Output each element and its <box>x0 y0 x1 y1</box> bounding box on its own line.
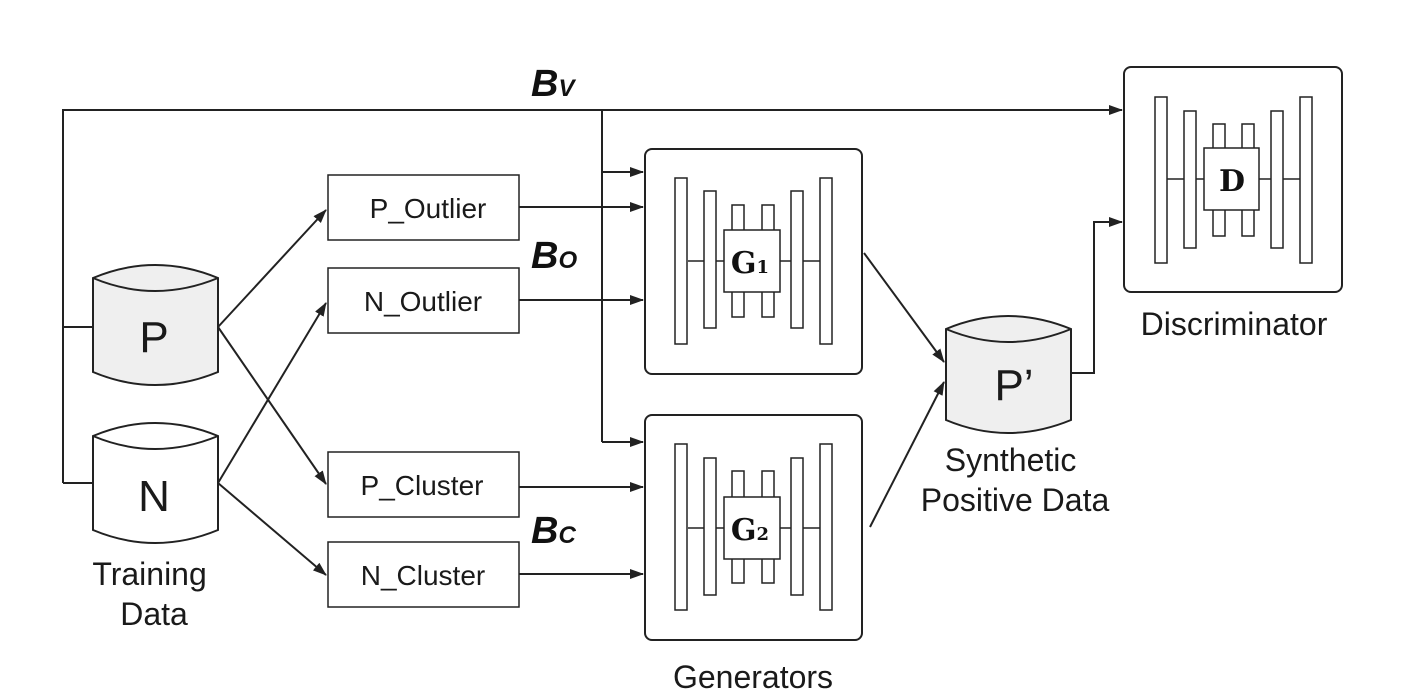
generator-g1: G1 <box>644 148 863 375</box>
database-p-prime: P’ <box>945 315 1072 434</box>
g2-label: G2 <box>731 513 769 548</box>
synthetic-data-caption: Synthetic Positive Data <box>921 442 1110 518</box>
box-n-cluster: N_Cluster <box>327 541 520 608</box>
bo-label: BO <box>531 235 577 277</box>
synthetic-to-discriminator-arrow <box>1071 217 1123 374</box>
database-p-prime-cylinder <box>945 315 1072 434</box>
discriminator-caption: Discriminator <box>1141 306 1328 342</box>
training-data-caption: Training Data <box>92 556 215 632</box>
bv-connector <box>62 105 1123 484</box>
database-p-label: P <box>139 313 168 362</box>
bv-label: BV <box>531 63 576 105</box>
box-n-outlier: N_Outlier <box>327 267 520 334</box>
database-n-cylinder <box>92 422 219 544</box>
input-arrows <box>519 202 644 579</box>
generator-g2: G2 <box>644 414 863 641</box>
database-p-prime-label: P’ <box>994 361 1033 410</box>
discriminator-d: D <box>1123 66 1343 293</box>
bc-label: BC <box>531 510 576 552</box>
box-p-cluster: P_Cluster <box>327 451 520 518</box>
box-p-cluster-label: P_Cluster <box>361 470 484 501</box>
output-arrows <box>863 252 945 528</box>
box-n-outlier-label: N_Outlier <box>364 286 482 317</box>
box-p-outlier-label: P_Outlier <box>370 193 487 224</box>
split-arrows <box>217 209 327 576</box>
box-p-outlier: P_Outlier <box>327 174 520 241</box>
generators-caption: Generators <box>673 659 833 695</box>
database-p-cylinder <box>92 264 219 386</box>
database-n: N <box>92 422 219 544</box>
d-label: D <box>1219 164 1245 199</box>
g1-label: G1 <box>731 246 769 281</box>
box-n-cluster-label: N_Cluster <box>361 560 485 591</box>
database-n-label: N <box>138 472 170 521</box>
database-p: P <box>92 264 219 386</box>
